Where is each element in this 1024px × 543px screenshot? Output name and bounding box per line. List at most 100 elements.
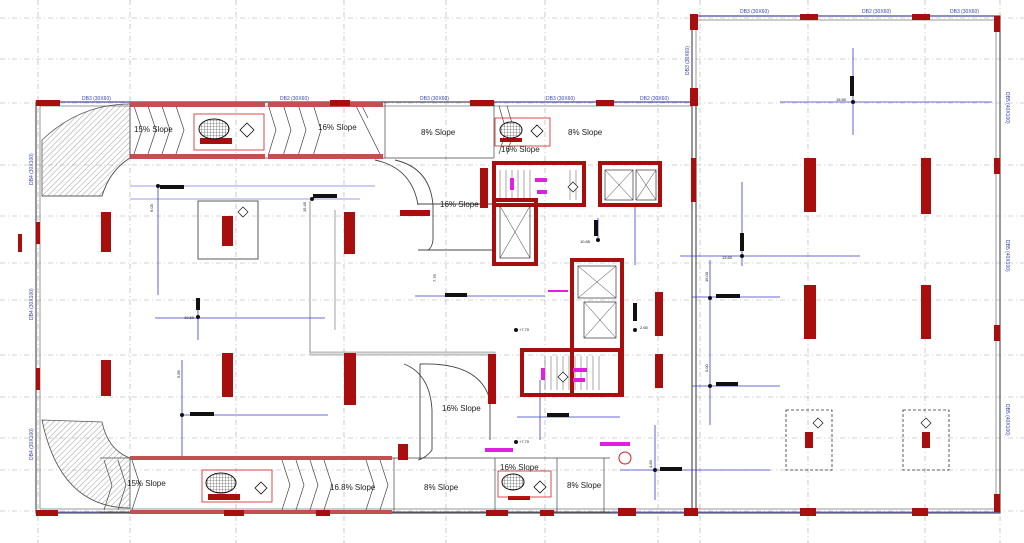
column (101, 360, 111, 396)
dashed-pits (785, 409, 950, 471)
column (921, 285, 931, 339)
column (912, 14, 930, 20)
beam-tag: DB3 (30X60) (420, 96, 449, 102)
beam-tag: DB4 (30X100) (29, 288, 35, 320)
level-text: 6.03 (149, 203, 154, 212)
level-text: 13.60 (722, 255, 733, 260)
column (800, 508, 816, 516)
slope-label: 16% Slope (500, 463, 539, 472)
column (224, 510, 244, 516)
column (36, 100, 60, 106)
void-box (197, 200, 259, 260)
drain-circle (618, 451, 632, 465)
column (994, 325, 1000, 341)
column (994, 16, 1000, 32)
column (618, 508, 636, 516)
column (400, 210, 430, 216)
level-text: 16.00 (704, 271, 709, 282)
column (508, 496, 530, 500)
level-markers (156, 76, 855, 472)
column (691, 158, 696, 202)
column (655, 354, 663, 388)
top-band-fill-mid-b (268, 154, 383, 159)
level-text: +7.70 (519, 439, 530, 444)
equipment-callout-bottom-left (201, 469, 273, 503)
column (488, 354, 496, 404)
column (804, 285, 816, 339)
column (344, 353, 356, 405)
column (921, 158, 931, 214)
level-text: 19.50 (184, 315, 195, 320)
level-text: 15.45 (302, 201, 307, 212)
bottom-band-fill (130, 456, 392, 460)
equipment-callout-top-left (193, 113, 265, 151)
slope-label: 8% Slope (568, 128, 603, 137)
slope-label: 8% Slope (421, 128, 456, 137)
columns (18, 14, 1000, 516)
column (344, 212, 355, 254)
equipment-callout-top-right (494, 117, 551, 147)
column (470, 100, 494, 106)
top-band-fill-left (130, 102, 265, 107)
column (805, 432, 813, 448)
column (500, 138, 522, 142)
level-text: 4.83 (648, 459, 653, 468)
level-text: +7.70 (519, 327, 530, 332)
column (36, 222, 40, 244)
column (36, 510, 58, 516)
beam-tag: DB2 (30X60) (280, 96, 309, 102)
level-texts: 15.80 15.45 10.85 19.50 13.60 16.00 2.65… (149, 97, 847, 468)
beam-tag: DB4 (30X100) (29, 153, 35, 185)
column (208, 494, 240, 500)
slope-label: 16% Slope (440, 200, 479, 209)
column (222, 353, 233, 397)
column (912, 508, 928, 516)
column (684, 508, 698, 516)
column (330, 100, 350, 106)
column (222, 216, 233, 246)
column (804, 158, 816, 212)
column (994, 158, 1000, 174)
beam-tags: DB3 (30X60) DB2 (30X60) DB3 (30X60) DB3 … (29, 9, 1010, 460)
slope-label: 15% Slope (127, 479, 166, 488)
corner-ramp-bottom-left (41, 419, 131, 509)
slope-label: 16.8% Slope (330, 483, 376, 492)
beam-tag: DB3 (30X60) (950, 9, 979, 15)
beam-tag: DB3 (30X60) (546, 96, 575, 102)
column (36, 368, 40, 390)
beam-tag: DB3 (30X60) (82, 96, 111, 102)
column (690, 14, 698, 30)
column (994, 494, 1000, 512)
column (316, 510, 330, 516)
top-band-fill-mid (268, 102, 383, 107)
slope-label: 16% Slope (318, 123, 357, 132)
level-text: 5.89 (176, 369, 181, 378)
beam-tag: DB2 (30X60) (640, 96, 669, 102)
level-text: 0.00 (704, 363, 709, 372)
slope-label: 16% Slope (501, 145, 540, 154)
column (480, 168, 488, 208)
bottom-band-fill-b (130, 510, 392, 514)
beam-tag: DB2 (30X60) (862, 9, 891, 15)
magenta-markers (485, 178, 630, 452)
column (486, 510, 508, 516)
beam-tag: DB3 (30X60) (740, 9, 769, 15)
column (800, 14, 818, 20)
column (398, 444, 408, 460)
column (922, 432, 930, 448)
slope-labels: 15% Slope 16% Slope 8% Slope 16% Slope 8… (127, 123, 603, 492)
column (18, 234, 22, 252)
beam-tag: DB3 (30X60) (685, 46, 691, 75)
column (596, 100, 614, 106)
column (200, 138, 232, 144)
level-text: 7.76 (432, 273, 437, 282)
level-text: 2.65 (640, 325, 649, 330)
slope-label: 15% Slope (134, 125, 173, 134)
column (101, 212, 111, 252)
beam-tag: DB5 (40X100) (1004, 92, 1010, 124)
slope-label: 8% Slope (424, 483, 459, 492)
top-band-fill-left-b (130, 154, 265, 159)
slope-label: 8% Slope (567, 481, 602, 490)
